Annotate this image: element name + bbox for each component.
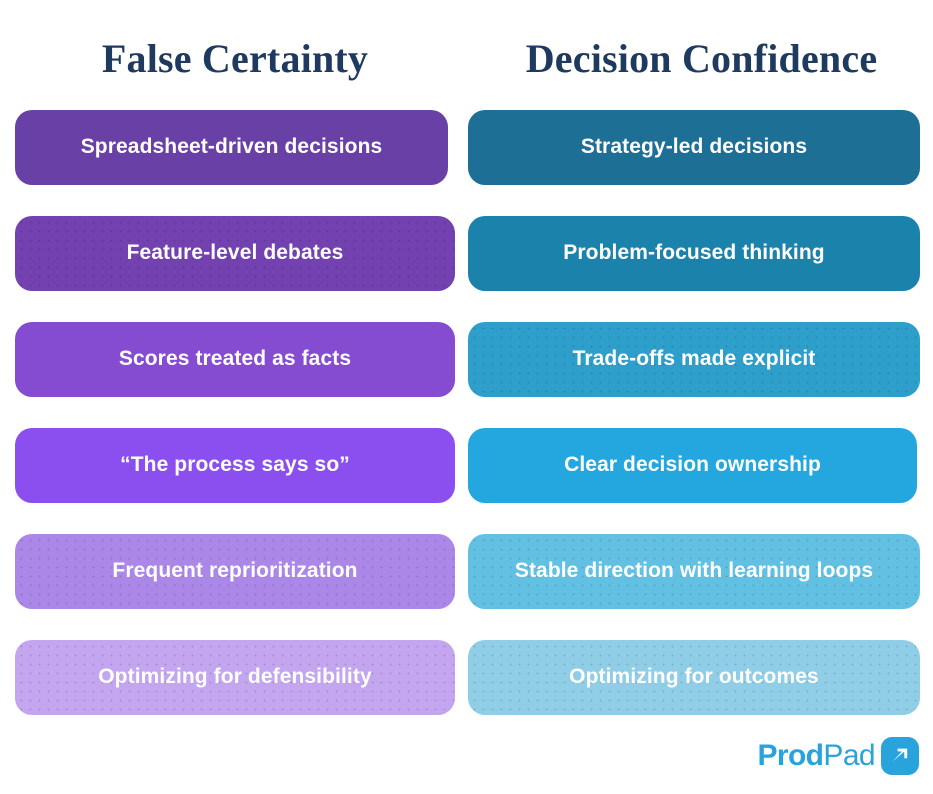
right-pill-3-label: Trade-offs made explicit — [572, 347, 816, 371]
left-pill-4-label: “The process says so” — [120, 453, 350, 477]
right-pill-6: Optimizing for outcomes — [468, 640, 920, 715]
prodpad-wordmark: ProdPad — [757, 741, 875, 771]
comparison-row: Scores treated as facts Trade-offs made … — [0, 322, 933, 428]
comparison-row: Spreadsheet-driven decisions Strategy-le… — [0, 110, 933, 216]
prodpad-logo: ProdPad — [757, 736, 919, 776]
left-pill-6-label: Optimizing for defensibility — [98, 665, 372, 689]
left-column-heading-wrap: False Certainty — [0, 28, 470, 90]
comparison-grid: Spreadsheet-driven decisions Strategy-le… — [0, 110, 933, 746]
left-pill-3: Scores treated as facts — [15, 322, 455, 397]
arrow-up-right-icon — [881, 737, 919, 775]
comparison-row: “The process says so” Clear decision own… — [0, 428, 933, 534]
right-pill-1-label: Strategy-led decisions — [580, 135, 808, 159]
comparison-row: Frequent reprioritization Stable directi… — [0, 534, 933, 640]
left-pill-1: Spreadsheet-driven decisions — [15, 110, 448, 185]
right-pill-4: Clear decision ownership — [468, 428, 917, 503]
right-pill-1: Strategy-led decisions — [468, 110, 920, 185]
right-column-heading-wrap: Decision Confidence — [470, 28, 933, 90]
left-pill-4: “The process says so” — [15, 428, 455, 503]
left-pill-2: Feature-level debates — [15, 216, 455, 291]
left-pill-5-label: Frequent reprioritization — [112, 559, 358, 583]
comparison-row: Feature-level debates Problem-focused th… — [0, 216, 933, 322]
right-column-heading: Decision Confidence — [525, 36, 878, 81]
right-pill-5: Stable direction with learning loops — [468, 534, 920, 609]
left-pill-6: Optimizing for defensibility — [15, 640, 455, 715]
left-pill-3-label: Scores treated as facts — [118, 347, 352, 371]
left-column-heading: False Certainty — [101, 36, 369, 81]
right-pill-4-label: Clear decision ownership — [564, 453, 821, 477]
right-pill-2: Problem-focused thinking — [468, 216, 920, 291]
prodpad-wordmark-prod: Prod — [757, 739, 824, 772]
comparison-row: Optimizing for defensibility Optimizing … — [0, 640, 933, 746]
column-headings: False Certainty Decision Confidence — [0, 28, 933, 90]
left-pill-1-label: Spreadsheet-driven decisions — [80, 135, 383, 159]
left-pill-5: Frequent reprioritization — [15, 534, 455, 609]
left-pill-2-label: Feature-level debates — [126, 241, 344, 265]
right-pill-6-label: Optimizing for outcomes — [569, 665, 819, 689]
prodpad-wordmark-pad: Pad — [823, 739, 875, 772]
right-pill-2-label: Problem-focused thinking — [563, 241, 825, 265]
right-pill-5-label: Stable direction with learning loops — [514, 559, 874, 583]
right-pill-3: Trade-offs made explicit — [468, 322, 920, 397]
